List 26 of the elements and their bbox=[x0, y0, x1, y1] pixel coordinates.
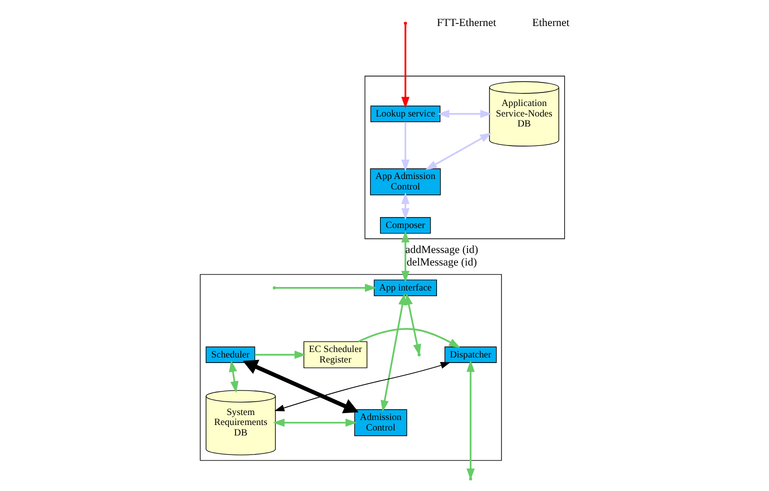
arrow bbox=[358, 328, 460, 348]
node-box: Dispatcher bbox=[444, 346, 496, 363]
arrow bbox=[228, 360, 238, 393]
node-box: Composer bbox=[380, 217, 430, 234]
cluster bbox=[199, 274, 502, 461]
arrow bbox=[400, 192, 409, 220]
arrow bbox=[400, 230, 409, 283]
arrow bbox=[424, 132, 492, 170]
node-box: App Admission Control bbox=[370, 168, 440, 196]
node-box: Scheduler bbox=[205, 346, 255, 363]
arrow bbox=[254, 350, 306, 359]
arrow bbox=[400, 122, 409, 172]
arrow bbox=[242, 360, 358, 414]
arrow bbox=[380, 293, 412, 412]
cluster bbox=[364, 76, 564, 240]
node-box: Lookup service bbox=[370, 106, 440, 122]
arrow bbox=[275, 284, 376, 292]
arrow bbox=[272, 418, 357, 427]
arrow bbox=[400, 24, 409, 109]
arrow bbox=[274, 362, 450, 412]
node-box: EC Scheduler Register bbox=[303, 341, 367, 368]
label: FTT-Ethernet bbox=[436, 16, 496, 29]
label: Ethernet bbox=[532, 16, 569, 29]
node-box: Admission Control bbox=[354, 409, 407, 436]
arrow bbox=[437, 110, 492, 118]
node-box: App interface bbox=[373, 280, 436, 296]
